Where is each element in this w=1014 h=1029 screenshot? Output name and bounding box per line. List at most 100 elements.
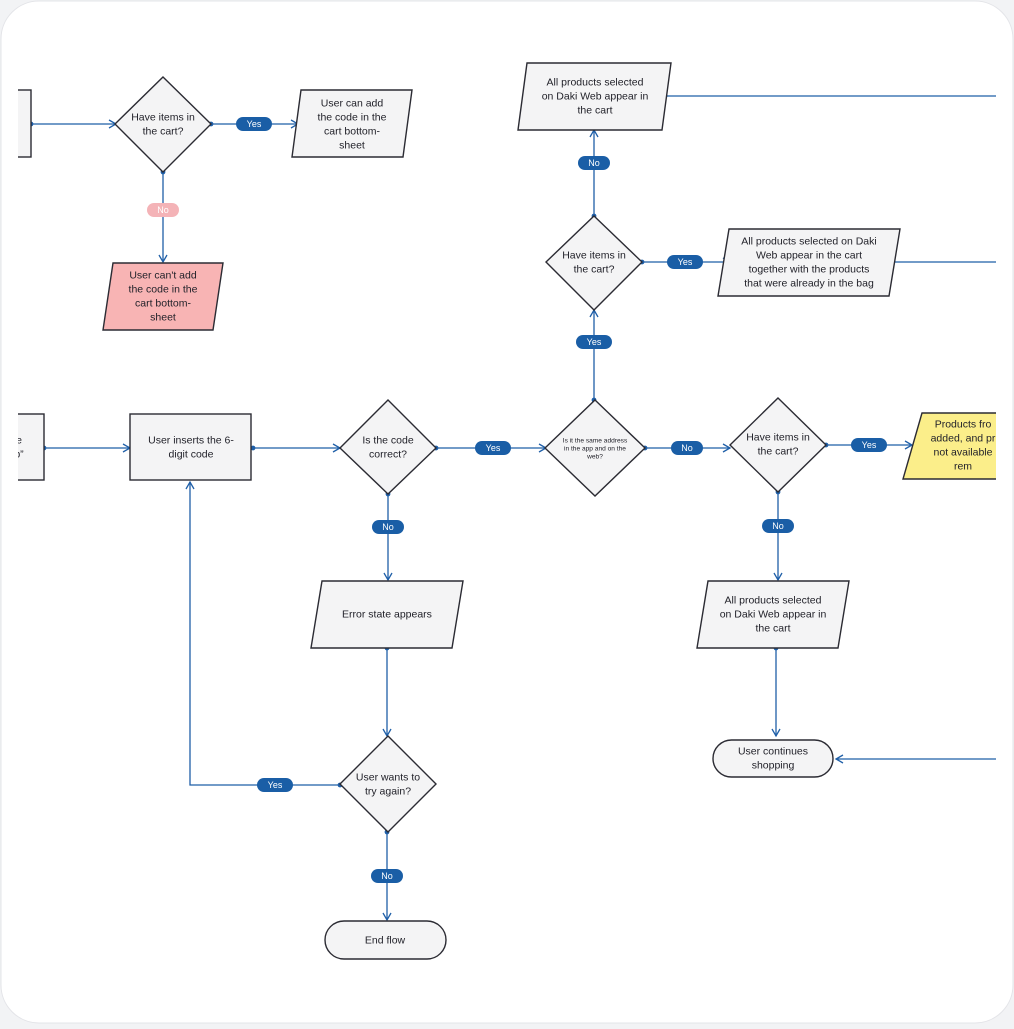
terminal-end-flow[interactable]	[324, 920, 447, 960]
svg-text:No: No	[157, 205, 169, 215]
badge-no-address: No	[671, 441, 703, 455]
label-all-products-top: All products selected on Daki Web appear …	[542, 77, 649, 117]
badge-no-right: No	[762, 519, 794, 533]
label-line: on Daki Web appear in	[542, 91, 649, 103]
svg-text:No: No	[588, 158, 600, 168]
label-line: User continues	[738, 746, 808, 758]
label-line: User can add	[321, 98, 384, 110]
label-line: b”	[14, 449, 24, 461]
output-all-products-top[interactable]	[517, 62, 672, 131]
label-line: Have items in	[562, 250, 626, 262]
left-partial-box-top[interactable]	[0, 89, 32, 158]
label-line: the code in the	[129, 284, 198, 296]
label-line: sheet	[339, 140, 365, 152]
label-line: All products selected	[547, 77, 644, 89]
label-line: that were already in the bag	[744, 278, 874, 290]
decision-have-items-right[interactable]	[728, 397, 828, 493]
output-error-state[interactable]	[310, 580, 464, 649]
svg-text:Yes: Yes	[268, 780, 283, 790]
label-all-products-bottom: All products selected on Daki Web appear …	[720, 595, 827, 635]
decision-have-items-left[interactable]	[114, 76, 212, 173]
label-have-items-left: Have items in the cart?	[131, 112, 195, 138]
label-user-inserts-code: User inserts the 6- digit code	[148, 435, 234, 461]
output-products-with-bag[interactable]	[717, 228, 901, 297]
svg-text:No: No	[382, 522, 394, 532]
badge-yes-right: Yes	[851, 438, 887, 452]
process-user-inserts-code[interactable]	[129, 413, 252, 481]
label-line: All products selected on Daki	[741, 236, 876, 248]
svg-text:Yes: Yes	[486, 443, 501, 453]
badge-yes-mid-up: Yes	[576, 335, 612, 349]
label-line: digit code	[169, 449, 214, 461]
terminal-user-continues[interactable]	[712, 739, 834, 778]
label-line: e	[16, 435, 22, 447]
decision-have-items-mid[interactable]	[544, 215, 644, 311]
decision-try-again[interactable]	[339, 735, 437, 833]
label-line: shopping	[752, 760, 795, 772]
connection-dot	[250, 445, 256, 451]
label-line: User inserts the 6-	[148, 435, 234, 447]
label-line: sheet	[150, 312, 176, 324]
label-line: added, and pr	[931, 433, 996, 445]
label-line: the cart?	[143, 126, 184, 138]
label-line: web?	[586, 454, 603, 461]
label-line: the cart?	[758, 446, 799, 458]
label-line: the code in the	[318, 112, 387, 124]
decision-code-correct[interactable]	[338, 399, 438, 495]
label-line: Is it the same address	[563, 438, 628, 445]
svg-text:Yes: Yes	[247, 119, 262, 129]
badge-no-top: No	[578, 156, 610, 170]
label-error-state: Error state appears	[342, 609, 432, 621]
label-line: the cart	[755, 623, 790, 635]
label-user-continues: User continues shopping	[738, 746, 808, 772]
svg-text:Yes: Yes	[678, 257, 693, 267]
decision-same-address[interactable]	[543, 399, 647, 497]
label-line: together with the products	[749, 264, 870, 276]
label-line: End flow	[365, 935, 406, 947]
label-line: Web appear in the cart	[756, 250, 862, 262]
output-all-products-bottom[interactable]	[696, 580, 850, 649]
label-try-again: User wants to try again?	[356, 772, 420, 798]
label-line: not available	[934, 447, 993, 459]
label-line: correct?	[369, 449, 407, 461]
badge-no-retry: No	[371, 869, 403, 883]
label-code-correct: Is the code correct?	[362, 435, 414, 461]
output-can-add-code[interactable]	[291, 89, 413, 158]
badge-no-code: No	[372, 520, 404, 534]
label-line: Have items in	[131, 112, 195, 124]
badge-no-left: No	[147, 203, 179, 217]
label-line: the cart	[577, 105, 612, 117]
label-line: the cart?	[574, 264, 615, 276]
left-partial-box-mid[interactable]	[0, 413, 45, 481]
svg-text:No: No	[681, 443, 693, 453]
label-cant-add-code: User can't add the code in the cart bottom…	[129, 270, 198, 324]
label-line: Have items in	[746, 432, 810, 444]
label-line: try again?	[365, 786, 411, 798]
output-cant-add-code[interactable]	[102, 262, 224, 331]
badge-yes-left: Yes	[236, 117, 272, 131]
label-line: Error state appears	[342, 609, 432, 621]
label-line: Is the code	[362, 435, 414, 447]
label-line: User can't add	[129, 270, 197, 282]
label-line: rem	[954, 461, 972, 473]
label-line: cart bottom-	[324, 126, 381, 138]
label-line: Products fro	[935, 419, 992, 431]
output-products-partial-note[interactable]	[902, 412, 1014, 480]
badge-yes-code: Yes	[475, 441, 511, 455]
label-line: User wants to	[356, 772, 420, 784]
label-line: cart bottom-	[135, 298, 192, 310]
label-line: All products selected	[725, 595, 822, 607]
label-line: on Daki Web appear in	[720, 609, 827, 621]
badge-yes-mid-right: Yes	[667, 255, 703, 269]
svg-text:Yes: Yes	[862, 440, 877, 450]
svg-text:No: No	[772, 521, 784, 531]
label-products-partial-note: Products fro added, and pr not available re…	[931, 419, 996, 473]
label-can-add-code: User can add the code in the cart bottom-s…	[318, 98, 387, 152]
label-have-items-mid: Have items in the cart?	[562, 250, 626, 276]
label-have-items-right: Have items in the cart?	[746, 432, 810, 458]
badge-yes-retry: Yes	[257, 778, 293, 792]
